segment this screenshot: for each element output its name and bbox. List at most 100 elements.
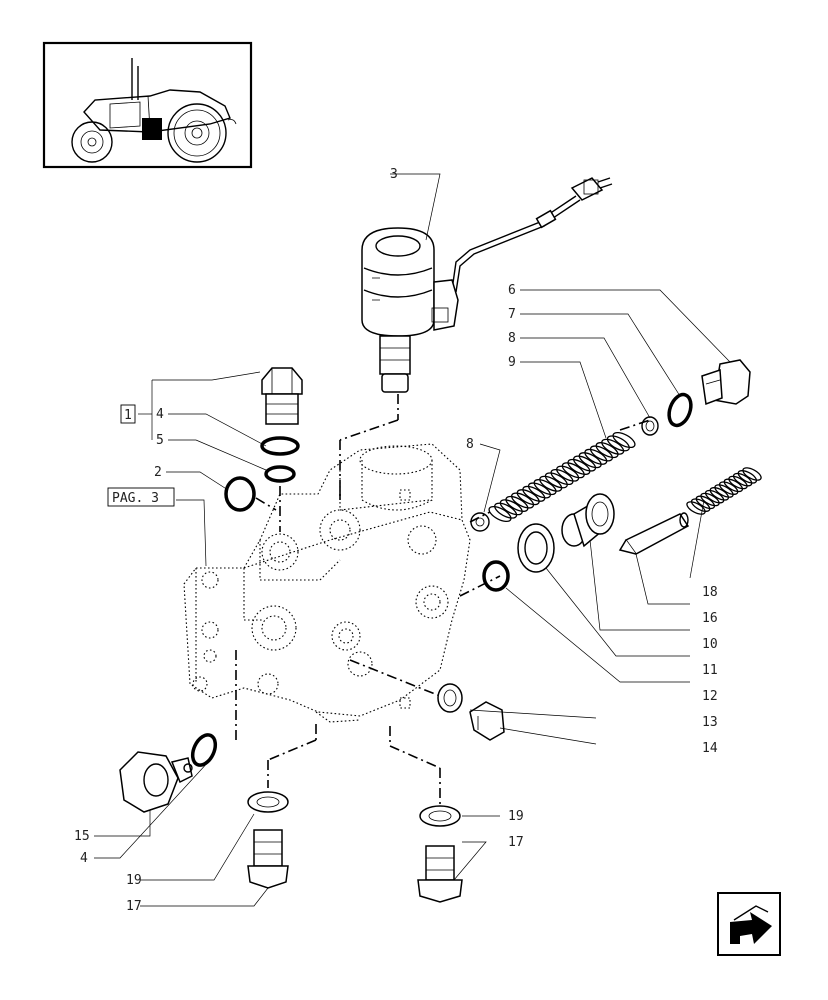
spring-coil xyxy=(589,445,613,462)
callout-6: 6 xyxy=(508,283,516,298)
o-ring xyxy=(667,392,693,428)
spring-coil xyxy=(742,467,762,481)
callout-1: 1 xyxy=(124,408,132,423)
spring-coil xyxy=(561,462,585,479)
drain-plug xyxy=(417,845,463,903)
washer xyxy=(470,512,490,532)
spring-coil xyxy=(732,472,753,487)
tractor-thumbnail-icon xyxy=(42,41,253,169)
spring-coil xyxy=(714,484,734,498)
spring-coil xyxy=(556,465,580,482)
callout-18: 18 xyxy=(702,585,718,600)
washer xyxy=(443,689,457,707)
spring-coil xyxy=(527,482,551,499)
o-ring xyxy=(190,733,218,767)
callout-3: 3 xyxy=(390,167,398,182)
spring-coil xyxy=(690,498,711,512)
callout-9: 9 xyxy=(508,355,516,370)
spring-coil xyxy=(612,431,636,449)
assembly-line xyxy=(389,745,441,769)
plug-cap xyxy=(701,359,751,406)
assembly-line xyxy=(339,419,399,441)
callout-13: 13 xyxy=(702,715,718,730)
callout-2: 2 xyxy=(154,465,162,480)
spring-coil xyxy=(494,502,518,519)
spring-coil xyxy=(709,487,730,501)
spring xyxy=(488,431,636,523)
spring-coil xyxy=(539,475,563,492)
plug-top xyxy=(261,367,303,425)
spring-coil xyxy=(516,489,540,506)
spring-coil xyxy=(567,458,591,475)
callout-17-right: 17 xyxy=(508,835,524,850)
spring-coil xyxy=(578,452,602,469)
spring-coil xyxy=(595,442,619,459)
seal-ring xyxy=(517,523,555,573)
callout-10: 10 xyxy=(702,637,718,652)
spring-coil xyxy=(686,501,706,515)
drain-plug xyxy=(247,829,289,889)
spring-coil xyxy=(511,492,535,509)
washer xyxy=(247,791,289,813)
washer xyxy=(419,805,461,827)
assembly-line xyxy=(459,575,501,597)
callout-labels: 3 6 7 8 9 8 1 4 5 2 PAG. 3 18 16 10 11 1… xyxy=(74,167,718,914)
callout-4-top: 4 xyxy=(156,407,164,422)
spring-coil xyxy=(704,489,725,504)
fitting-nut xyxy=(119,751,193,813)
o-ring xyxy=(264,465,296,483)
solenoid-coil xyxy=(361,177,613,393)
spring-coil xyxy=(550,468,574,486)
callout-4-bottom: 4 xyxy=(80,851,88,866)
leader-lines xyxy=(94,173,731,907)
valve-body xyxy=(183,443,471,723)
washer xyxy=(645,420,655,432)
spring-coil xyxy=(606,435,630,452)
callout-11: 11 xyxy=(702,663,718,678)
spring xyxy=(686,467,762,515)
piston xyxy=(561,493,615,548)
assembly-line xyxy=(255,497,277,511)
callout-19-left: 19 xyxy=(126,873,142,888)
spring-coil xyxy=(723,478,744,493)
spring-coil xyxy=(584,448,608,465)
o-ring xyxy=(482,560,510,592)
callout-16: 16 xyxy=(702,611,718,626)
washer xyxy=(475,517,485,527)
callout-15: 15 xyxy=(74,829,90,844)
spring-coil xyxy=(718,481,739,495)
pin xyxy=(618,512,690,555)
callout-17-left: 17 xyxy=(126,899,142,914)
assembly-line xyxy=(267,739,317,761)
washer xyxy=(437,683,463,713)
spring-coil xyxy=(573,455,597,472)
spring-coil xyxy=(728,475,748,490)
spring-coil xyxy=(700,492,720,507)
o-ring xyxy=(260,436,300,456)
seal-ring xyxy=(524,531,548,565)
washer xyxy=(641,416,659,436)
callout-14: 14 xyxy=(702,741,718,756)
o-ring xyxy=(224,476,256,512)
assembly-line xyxy=(469,511,491,523)
plug xyxy=(469,701,505,741)
callout-12: 12 xyxy=(702,689,718,704)
spring-coil xyxy=(544,472,568,489)
washer xyxy=(256,796,280,808)
callout-pag-3: PAG. 3 xyxy=(112,491,159,506)
spring-coil xyxy=(488,505,512,523)
spring-coil xyxy=(499,499,523,516)
callout-19-right: 19 xyxy=(508,809,524,824)
spring-coil xyxy=(533,479,557,496)
spring-coil xyxy=(522,485,546,502)
next-page-arrow-icon[interactable] xyxy=(717,892,781,956)
callout-7: 7 xyxy=(508,307,516,322)
spring-coil xyxy=(737,470,758,484)
assembly-line xyxy=(349,659,441,697)
callout-8-mid: 8 xyxy=(466,437,474,452)
washer xyxy=(428,810,452,822)
assembly-line xyxy=(619,419,651,431)
callout-5: 5 xyxy=(156,433,164,448)
spring-coil xyxy=(601,438,625,455)
